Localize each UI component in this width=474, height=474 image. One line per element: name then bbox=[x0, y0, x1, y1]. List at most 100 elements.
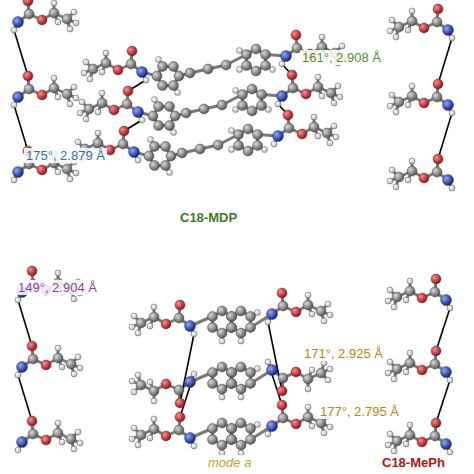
atom bbox=[207, 368, 217, 378]
atom bbox=[273, 131, 284, 142]
atom bbox=[174, 71, 184, 81]
atom bbox=[24, 84, 34, 94]
atom bbox=[316, 368, 326, 378]
atom bbox=[405, 286, 415, 296]
atom bbox=[51, 75, 57, 81]
atom bbox=[407, 422, 413, 428]
atom bbox=[27, 341, 37, 351]
atom bbox=[447, 377, 453, 383]
atom bbox=[327, 140, 333, 146]
atom bbox=[67, 26, 73, 32]
atom bbox=[387, 103, 393, 109]
atom bbox=[161, 141, 171, 151]
atom bbox=[93, 138, 103, 148]
atom bbox=[227, 379, 237, 389]
atom bbox=[77, 110, 83, 116]
atom bbox=[419, 98, 429, 108]
atom bbox=[81, 70, 87, 76]
atom bbox=[73, 20, 79, 26]
atom bbox=[169, 61, 179, 71]
atom bbox=[129, 147, 140, 158]
atom bbox=[129, 378, 135, 384]
atom bbox=[403, 297, 409, 303]
hydrogen-bond bbox=[436, 308, 450, 351]
atom bbox=[113, 65, 123, 75]
atom bbox=[226, 379, 236, 389]
atom bbox=[419, 173, 429, 183]
atom bbox=[271, 141, 277, 147]
atom bbox=[316, 418, 326, 428]
atom bbox=[387, 287, 393, 293]
atom bbox=[238, 394, 244, 400]
hydrogen-bond bbox=[14, 105, 28, 151]
atom bbox=[148, 111, 158, 121]
atom bbox=[174, 385, 184, 395]
atom bbox=[303, 374, 313, 384]
atom bbox=[447, 305, 453, 311]
atom bbox=[37, 165, 47, 175]
atom bbox=[325, 301, 331, 307]
atom bbox=[246, 379, 256, 389]
atom bbox=[147, 379, 153, 385]
atom bbox=[247, 84, 257, 94]
hbond-geometry: 175°, 2.879 Å bbox=[24, 148, 107, 163]
atom bbox=[133, 107, 144, 118]
atom bbox=[55, 420, 61, 426]
atom bbox=[53, 353, 63, 363]
atom bbox=[303, 300, 313, 310]
atom bbox=[169, 81, 179, 91]
atom bbox=[277, 288, 287, 298]
atom bbox=[15, 447, 21, 453]
atom bbox=[203, 64, 213, 74]
atom bbox=[71, 371, 77, 377]
atom bbox=[387, 28, 393, 34]
atom bbox=[443, 175, 454, 186]
atom bbox=[407, 350, 413, 356]
atom bbox=[217, 328, 227, 338]
atom bbox=[170, 111, 180, 121]
atom bbox=[17, 362, 28, 373]
atom bbox=[277, 400, 287, 410]
atom bbox=[385, 370, 391, 376]
atom bbox=[53, 428, 63, 438]
atom bbox=[62, 14, 72, 24]
atom bbox=[246, 312, 256, 322]
atom bbox=[297, 129, 307, 139]
atom bbox=[161, 379, 171, 389]
atom bbox=[319, 93, 325, 99]
atom bbox=[327, 366, 333, 372]
atom bbox=[84, 104, 94, 114]
atom bbox=[387, 431, 393, 437]
atom bbox=[449, 110, 455, 116]
atom bbox=[327, 312, 333, 318]
atom bbox=[321, 318, 327, 324]
atom bbox=[392, 292, 402, 302]
atom bbox=[149, 386, 159, 396]
atom bbox=[313, 82, 323, 92]
atom bbox=[226, 368, 236, 378]
atom bbox=[305, 404, 311, 410]
atom bbox=[322, 128, 332, 138]
atom bbox=[185, 68, 195, 78]
atom bbox=[136, 430, 146, 440]
atom bbox=[261, 61, 271, 71]
atom bbox=[227, 424, 237, 434]
atom bbox=[41, 360, 51, 370]
hbond-geometry: 149°, 2.904 Å bbox=[16, 280, 99, 295]
atom bbox=[389, 17, 395, 23]
atom bbox=[393, 109, 399, 115]
atom bbox=[441, 295, 452, 306]
atom bbox=[135, 372, 141, 378]
atom bbox=[151, 416, 157, 422]
atom bbox=[122, 99, 132, 109]
atom bbox=[174, 425, 184, 435]
atom bbox=[83, 59, 89, 65]
atom bbox=[305, 292, 311, 298]
atom bbox=[27, 266, 37, 276]
atom bbox=[394, 97, 404, 107]
atom bbox=[219, 394, 225, 400]
atom bbox=[59, 364, 65, 370]
atom bbox=[265, 359, 271, 365]
